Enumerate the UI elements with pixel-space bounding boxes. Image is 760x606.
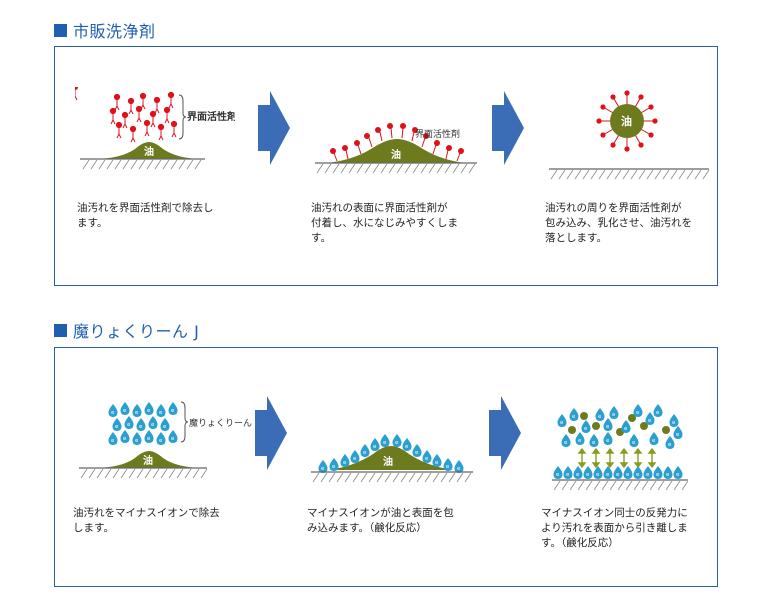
surface-hatching — [553, 480, 689, 491]
next-step-arrow-icon — [258, 91, 290, 165]
surface-hatching — [80, 468, 208, 479]
surfactant-label: 界面活性剤 — [415, 128, 460, 140]
oil-mound — [325, 139, 467, 163]
oil-label: 油 — [621, 114, 632, 128]
emulsified-oil-droplet: 油 — [596, 90, 658, 152]
oil-label: 油 — [143, 454, 153, 467]
bracket-icon — [180, 401, 189, 443]
commercial-cleaner-panel: 界面活性剤 油 油 界面活性剤 — [54, 46, 718, 286]
square-bullet-icon — [54, 23, 67, 37]
oil-mound — [329, 446, 453, 470]
oil-mound — [93, 451, 205, 468]
surfactant-step2-figure: 油 界面活性剤 — [315, 123, 477, 174]
section-title-product: 魔りょくりーん J — [54, 318, 199, 342]
section-title-text: 魔りょくりーん J — [73, 322, 200, 341]
surface-hatching — [550, 169, 710, 180]
repulsion-arrows — [577, 447, 657, 469]
oil-label: 油 — [383, 455, 393, 468]
square-bullet-icon — [54, 323, 67, 337]
surfactant-label: 界面活性剤 — [187, 110, 235, 123]
ion-step2-figure: e 油 — [311, 434, 473, 483]
oil-label: 油 — [391, 148, 401, 161]
attached-surfactant-molecules — [330, 123, 464, 162]
section-title-text: 市販洗浄剤 — [73, 22, 156, 41]
next-step-arrow-icon — [255, 396, 287, 470]
surfactant-molecules — [75, 87, 178, 143]
product-label: 魔りょくりーん J — [189, 417, 253, 429]
lifted-oil-and-ions — [557, 404, 683, 449]
step1-caption: 油汚れを界面活性剤で除去し ます。 — [77, 202, 214, 229]
ion-step3-figure: e — [552, 404, 689, 491]
step3-caption: 油汚れの周りを界面活性剤が 包み込み、乳化させ、油汚れを 落とします。 — [545, 202, 692, 244]
step3-caption: マイナスイオン同士の反発力に より汚れを表面から引き離しま す。（鹸化反応） — [541, 507, 688, 549]
oil-label: 油 — [144, 145, 154, 158]
next-step-arrow-icon — [492, 91, 524, 165]
next-step-arrow-icon — [489, 396, 521, 470]
bracket-icon — [178, 94, 187, 140]
surfactant-step3-figure: 油 — [549, 90, 710, 180]
section-title-commercial: 市販洗浄剤 — [54, 18, 156, 42]
surface-ion-layer — [553, 466, 683, 479]
step1-caption: 油汚れをマイナスイオンで除去 します。 — [73, 507, 220, 534]
ion-step1-figure: e 魔りょくりーん J 油 — [79, 401, 253, 479]
negative-ion-drops — [108, 402, 178, 445]
step2-caption: 油汚れの表面に界面活性剤が 付着し、水になじみやすくしま す。 — [311, 202, 458, 244]
surface-hatching — [82, 159, 202, 170]
surface-hatching — [312, 472, 472, 483]
step2-caption: マイナスイオンが油と表面を包 み込みます。（鹸化反応） — [307, 507, 454, 534]
surfactant-step1-figure: 界面活性剤 油 — [75, 87, 235, 170]
oil-mound — [93, 142, 203, 159]
product-panel: e 魔りょくりーん J 油 e 油 — [54, 347, 718, 587]
surface-hatching — [316, 163, 476, 174]
